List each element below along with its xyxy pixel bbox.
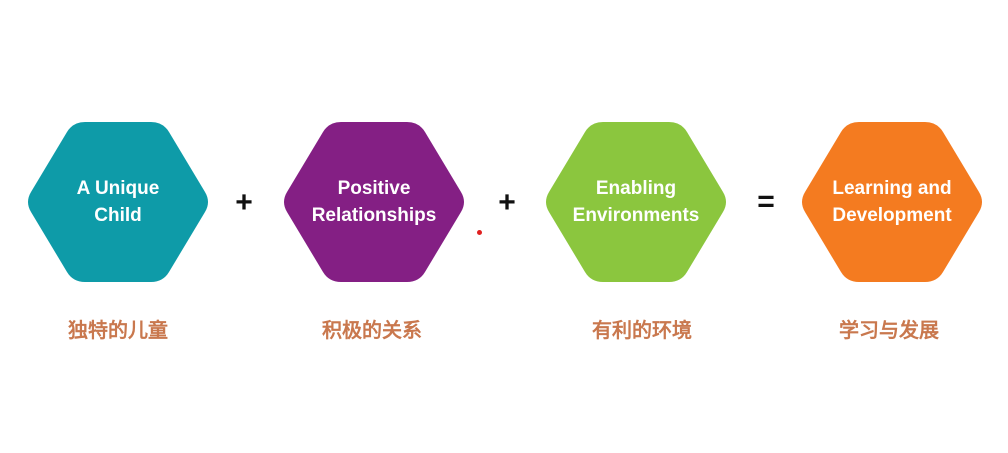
hexagon-learning-development: Learning and Development	[797, 118, 987, 286]
hexagon-unique-child: A Unique Child	[23, 118, 213, 286]
plus-operator: +	[235, 186, 253, 219]
caption-positive-relationships: 积极的关系	[322, 318, 422, 342]
caption-learning-development: 学习与发展	[839, 318, 939, 342]
red-dot-mark	[477, 230, 482, 235]
caption-unique-child: 独特的儿童	[68, 318, 168, 342]
hexagon-shape	[546, 122, 726, 282]
hexagon-shape	[28, 122, 208, 282]
hexagon-label-line1: Learning and	[832, 178, 952, 199]
hexagon-label-line1: Positive	[337, 178, 411, 199]
hexagon-positive-relationships: Positive Relationships	[279, 118, 469, 286]
hexagon-label: A Unique Child	[23, 118, 213, 286]
caption-enabling-environments: 有利的环境	[592, 318, 692, 342]
hexagon-label-line2: Development	[832, 205, 952, 226]
hexagon-shape	[284, 122, 464, 282]
hexagon-label-line2: Environments	[572, 205, 700, 226]
hexagon-shape	[802, 122, 982, 282]
hexagon-label-line1: Enabling	[595, 178, 677, 199]
equals-operator: =	[757, 185, 775, 218]
hexagon-label-line2: Child	[94, 205, 142, 226]
plus-operator: +	[498, 186, 516, 219]
hexagon-enabling-environments: Enabling Environments	[541, 118, 731, 286]
hexagon-label-line2: Relationships	[311, 205, 437, 226]
hexagon-label: Positive Relationships	[279, 118, 469, 286]
hexagon-label-line1: A Unique	[76, 178, 160, 199]
hexagon-label: Learning and Development	[797, 118, 987, 286]
hexagon-label: Enabling Environments	[541, 118, 731, 286]
